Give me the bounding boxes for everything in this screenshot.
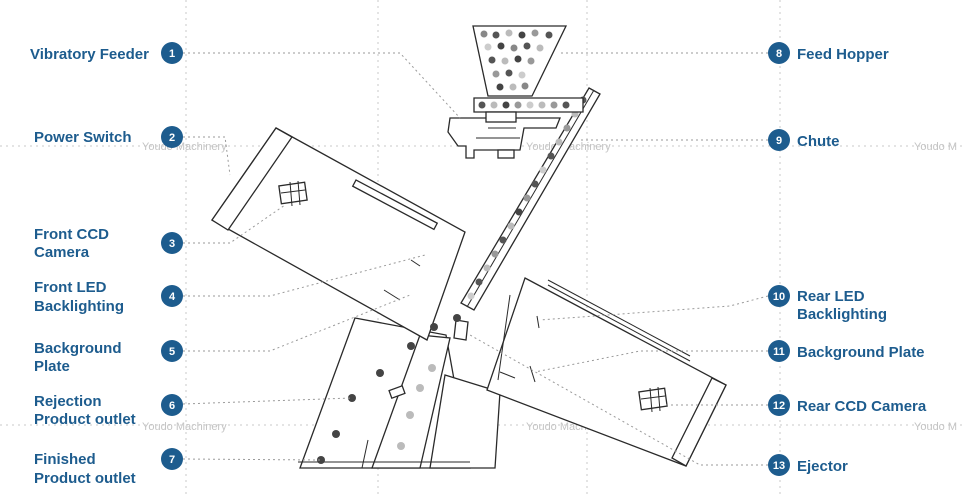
callout-badge xyxy=(768,285,790,307)
callout-chute: 9 Chute xyxy=(768,129,840,151)
callout-label: Finished xyxy=(34,451,96,468)
callout-label: Power Switch xyxy=(34,129,132,146)
callout-number: 3 xyxy=(169,238,175,250)
callout-rear-ccd-camera: 12 Rear CCD Camera xyxy=(768,394,927,416)
callout-front-led-backlighting: Front LED Backlighting 4 xyxy=(34,279,183,315)
callout-number: 8 xyxy=(776,48,782,60)
front-optical-box xyxy=(211,127,466,341)
callout-number: 10 xyxy=(773,291,785,303)
callout-vibratory-feeder: Vibratory Feeder 1 xyxy=(30,42,183,64)
callout-rear-led-backlighting: 10 Rear LED Backlighting xyxy=(768,285,887,323)
machine-illustration xyxy=(211,25,727,469)
callout-badge xyxy=(161,340,183,362)
callout-number: 9 xyxy=(776,135,782,147)
watermark-text: Youdo M xyxy=(914,141,957,153)
callout-rejection-outlet: Rejection Product outlet 6 xyxy=(34,393,183,428)
callout-badge xyxy=(768,340,790,362)
vibratory-feeder xyxy=(447,97,584,159)
callout-label: Rear CCD Camera xyxy=(797,398,927,415)
callout-number: 5 xyxy=(169,346,175,358)
watermark-text: Youdo Machinery xyxy=(142,141,227,153)
callout-number: 7 xyxy=(169,454,175,466)
watermark-text: Youdo Machinery xyxy=(142,421,227,433)
watermarks: Youdo Machinery Youdo Machinery Youdo M … xyxy=(142,141,957,433)
callout-number: 11 xyxy=(773,346,785,358)
callout-badge xyxy=(161,232,183,254)
callout-label: Rear LED xyxy=(797,288,865,305)
callout-label: Chute xyxy=(797,133,840,150)
callout-background-plate-rear: 11 Background Plate xyxy=(768,340,925,362)
rear-ccd-camera xyxy=(638,386,668,413)
callout-badge xyxy=(768,129,790,151)
callout-badge xyxy=(768,42,790,64)
callout-number: 2 xyxy=(169,132,175,144)
chute xyxy=(460,87,601,311)
callout-label: Backlighting xyxy=(34,298,124,315)
callout-label: Background xyxy=(34,340,122,357)
callout-ejector: 13 Ejector xyxy=(768,454,848,476)
callout-power-switch: Power Switch 2 xyxy=(34,126,183,148)
callout-label: Front LED xyxy=(34,279,107,296)
callout-badge xyxy=(161,285,183,307)
feeder-grains xyxy=(478,101,570,109)
watermark-text: Youdo M xyxy=(914,421,957,433)
callout-background-plate-front: Background Plate 5 xyxy=(34,340,183,375)
ejector xyxy=(453,319,469,341)
callout-number: 1 xyxy=(169,48,175,60)
callout-label: Backlighting xyxy=(797,306,887,323)
callout-label: Front CCD xyxy=(34,226,109,243)
callout-label: Product outlet xyxy=(34,470,136,487)
callout-label: Background Plate xyxy=(797,344,925,361)
front-ccd-camera xyxy=(278,180,308,207)
callout-finished-outlet: Finished Product outlet 7 xyxy=(34,448,183,487)
callout-label: Ejector xyxy=(797,458,848,475)
callout-number: 6 xyxy=(169,400,175,412)
callout-badge xyxy=(768,394,790,416)
hopper-grains xyxy=(480,29,553,91)
leader-lines xyxy=(182,52,769,466)
callout-badge xyxy=(768,454,790,476)
callout-feed-hopper: 8 Feed Hopper xyxy=(768,42,889,64)
callout-badge xyxy=(161,394,183,416)
callout-label: Camera xyxy=(34,244,90,261)
callout-badge xyxy=(161,42,183,64)
rear-optical-box xyxy=(486,277,727,467)
callout-number: 13 xyxy=(773,460,785,472)
callout-label: Feed Hopper xyxy=(797,46,889,63)
callout-number: 4 xyxy=(169,291,176,303)
falling-product xyxy=(317,314,461,464)
callout-badge xyxy=(161,126,183,148)
callout-label: Rejection xyxy=(34,393,102,410)
callout-number: 12 xyxy=(773,400,785,412)
callout-label: Vibratory Feeder xyxy=(30,46,149,63)
callout-label: Plate xyxy=(34,358,70,375)
callout-badge xyxy=(161,448,183,470)
callout-label: Product outlet xyxy=(34,411,136,428)
callout-front-ccd-camera: Front CCD Camera 3 xyxy=(34,226,183,261)
feed-hopper xyxy=(472,25,568,97)
